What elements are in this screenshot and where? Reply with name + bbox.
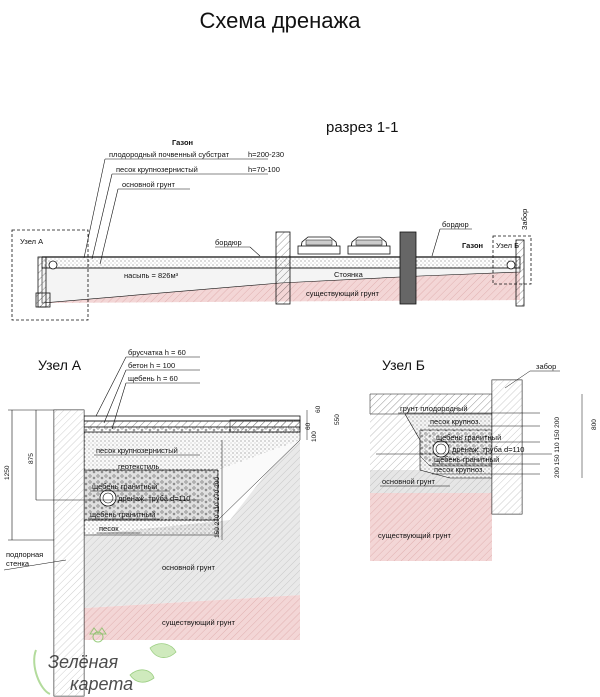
node-a-coarse-sand-label: песок крупнозернистый: [96, 446, 178, 455]
node-a-retaining-wall-line2: стенка: [6, 559, 30, 568]
node-b-drain-pipe-label: дренаж. труба d=110: [452, 445, 524, 454]
node-b-main-ground-label: основной грунт: [382, 477, 436, 486]
node-a-existing-label: существующий грунт: [162, 618, 235, 627]
section-node-a-box: [11, 229, 89, 321]
node-b-fence-label: забор: [536, 362, 556, 371]
section-layer-ground: основной грунт: [122, 180, 176, 189]
section-lawn-left: Газон: [172, 138, 193, 147]
node-a-drain-pipe-label: дренаж. труба d=110: [118, 494, 190, 503]
section-border-left: бордюр: [215, 238, 242, 247]
logo-line2: карета: [70, 674, 133, 694]
logo-line1: Зелёная: [48, 652, 119, 672]
node-a-retaining-wall-line1: подпорная: [6, 550, 43, 559]
page-title: Схема дренажа: [199, 8, 361, 33]
node-b-detail: Узел Б забор 800 200 150 110 150 200 гру…: [369, 357, 598, 561]
node-a-sand-label: песок: [99, 524, 119, 533]
node-b-granite-gravel-2-label: щебень гранитный: [434, 455, 499, 464]
node-b-coarse-sand-2-label: песок крупноз.: [434, 465, 485, 474]
node-a-dim-60b: 60: [305, 422, 312, 430]
car-icon: [347, 236, 391, 255]
node-a-concrete-label: бетон h = 100: [128, 361, 175, 370]
node-b-dim-stack: 200 150 110 150 200: [554, 417, 561, 478]
section-layer-substrate-h: h=200-230: [248, 150, 284, 159]
section-lawn-right: Газон: [462, 241, 483, 250]
section-pier-right: [399, 231, 417, 305]
node-a-paving-label: брусчатка h = 60: [128, 348, 186, 357]
node-a-geotextile-line: [92, 469, 219, 521]
node-a-dim-stack: 150 270 110 270 200: [214, 477, 221, 538]
section-1-1: разрез 1-1: [11, 119, 532, 321]
node-a-dim-550: 550: [334, 414, 341, 425]
node-a-title: Узел А: [38, 357, 82, 373]
logo: Зелёная карета: [33, 627, 177, 695]
section-fence-label: Забор: [520, 209, 529, 230]
section-layer-substrate: плодородный почвенный субстрат: [109, 150, 230, 159]
node-b-drain-pipe: [432, 440, 450, 458]
node-a-granite-gravel-2-label: щебень гранитный: [90, 510, 155, 519]
leaf-icon: [129, 669, 155, 683]
section-fill-label: насыпь = 826м³: [124, 271, 179, 280]
node-b-existing-label: существующий грунт: [378, 531, 451, 540]
section-right-drain-pipe: [506, 260, 516, 270]
section-node-a-label: Узел А: [20, 237, 43, 246]
section-right-wall: [515, 239, 525, 307]
node-a-retaining-wall-label: подпорная стенка: [6, 550, 45, 568]
section-border-right: бордюр: [442, 220, 469, 229]
node-a-granite-gravel-label: щебень гранитный: [92, 482, 157, 491]
node-b-fertile-ground-label: грунт плодородный: [400, 404, 468, 413]
node-a-detail: Узел А 1250 875 6: [3, 348, 341, 697]
node-b-dim-800: 800: [591, 419, 598, 430]
section-parking-label: Стоянка: [334, 270, 364, 279]
section-layer-sand-h: h=70-100: [248, 165, 280, 174]
node-a-geotextile-label: геотекстиль: [118, 462, 159, 471]
node-a-dim-100: 100: [311, 431, 318, 442]
node-a-drain-pipe: [99, 489, 117, 507]
section-title: разрез 1-1: [326, 119, 398, 136]
leaf-icon: [149, 643, 177, 658]
node-b-title: Узел Б: [382, 357, 425, 373]
car-icon: [297, 236, 341, 255]
node-a-main-ground-label: основной грунт: [162, 563, 216, 572]
node-a-dim-1250: 1250: [4, 465, 11, 480]
crown-icon: [92, 631, 104, 643]
section-node-b-box: [492, 235, 532, 285]
node-b-coarse-sand-label: песок крупноз.: [430, 417, 481, 426]
node-b-granite-gravel-label: щебень гранитный: [436, 433, 501, 442]
section-node-b-label: Узел Б: [496, 241, 519, 250]
section-existing-label: существующий грунт: [306, 289, 379, 298]
node-a-dim-60a: 60: [315, 405, 322, 413]
section-pier-left: [275, 231, 291, 305]
section-layer-sand: песок крупнозернистый: [116, 165, 198, 174]
section-left-drain-pipe: [48, 260, 58, 270]
node-a-gravel-top-label: щебень h = 60: [128, 374, 178, 383]
node-a-dim-875: 875: [28, 453, 35, 464]
